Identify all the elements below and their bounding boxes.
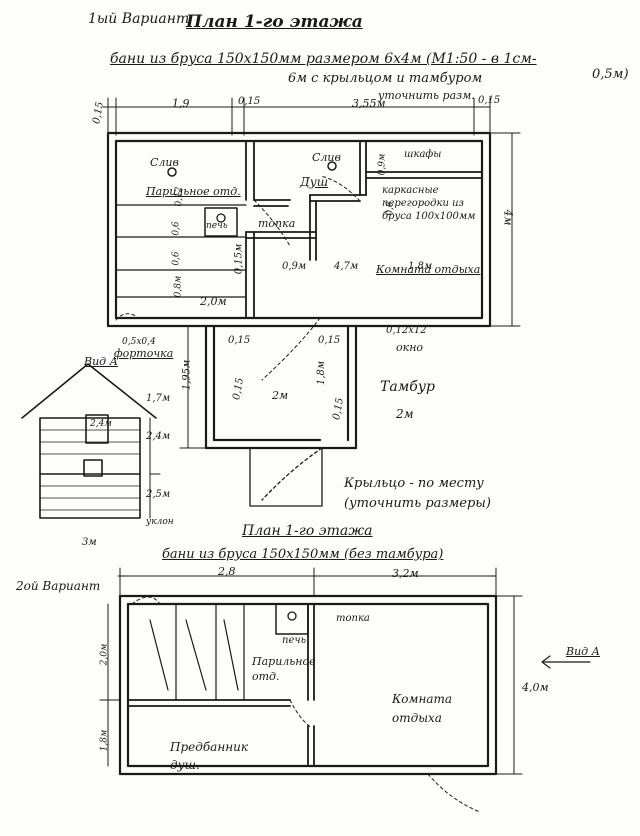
- view-a-hatching: [39, 429, 141, 511]
- header-line1: бани из бруса 150х150мм размером 6х4м (М…: [110, 51, 537, 67]
- tambur-left-dim: [179, 325, 207, 449]
- cabinets-label: шкафы: [404, 149, 442, 160]
- plan1-stove: [204, 207, 238, 237]
- plan2-view-arrow: [541, 655, 591, 669]
- dim-tambur-2m: 2м: [272, 389, 289, 402]
- shower-label: Душ: [300, 175, 329, 189]
- view-a-dim: [149, 417, 161, 519]
- porch: [249, 447, 323, 507]
- dim-015m: 0,15м: [233, 243, 245, 275]
- view-a-house: [21, 363, 157, 519]
- dim-right: 4м: [501, 209, 515, 226]
- plan2-firebox-label: топка: [336, 613, 370, 624]
- dim-left-195: 1,95м: [181, 359, 193, 391]
- plan2-subtitle: бани из бруса 150х150мм (без тамбура): [162, 547, 444, 562]
- dim-top-c: 3,55м: [352, 97, 386, 110]
- plan1-doors: [115, 175, 361, 381]
- dim-vert-09: 0,9м: [377, 153, 388, 176]
- steam-room-label: Парильное отд.: [146, 185, 241, 198]
- plan2-dim-left-b: 1,8м: [99, 729, 110, 752]
- dim-tambur-18: 1,8м: [316, 360, 328, 386]
- plan2-view-a-label: Вид А: [566, 645, 600, 658]
- plan1-outer-walls: [106, 131, 492, 328]
- plan2-right-dim: [495, 595, 523, 775]
- dim-vert-06: 0,6: [171, 221, 182, 236]
- plan2-doors: [131, 596, 481, 813]
- plan2-stove-label: печь: [282, 635, 307, 646]
- plan2-dim-top-b: 3,2м: [392, 567, 419, 580]
- drain-label-1: Слив: [150, 156, 179, 169]
- dim-tambur-015b: 0,15: [318, 335, 341, 346]
- plan1-benches: [115, 204, 247, 298]
- dim-top-b: 0,15: [238, 96, 261, 107]
- view-a-dim3: 1,7м: [146, 393, 171, 404]
- window-label: окно: [396, 341, 424, 354]
- plan2-stove: [275, 603, 309, 635]
- view-a-dim6: 3м: [82, 537, 97, 548]
- plan2-dim-left-a: 2,0м: [99, 643, 110, 666]
- header-line2: 6м с крыльцом и тамбуром: [288, 71, 483, 86]
- plan2-benches: [149, 603, 245, 701]
- view-a-dim2: 2,4м: [146, 431, 171, 442]
- stove-label: печь: [206, 221, 228, 231]
- dim-18m: 1,8м: [408, 261, 433, 272]
- firebox-label: топка: [258, 217, 296, 230]
- dim-top-a: 1,9: [172, 97, 190, 110]
- plan1-top-dim: [102, 97, 491, 136]
- dim-47m: 4,7м: [334, 261, 359, 272]
- dim-top-d: 0,15: [478, 95, 501, 106]
- plan2-dim-right: 4,0м: [522, 681, 549, 694]
- view-a-dim1: 2,4м: [90, 419, 112, 429]
- view-a-dim5: уклон: [146, 517, 174, 527]
- view-a-dim4: 2,5м: [146, 489, 171, 500]
- drain-label-2: Слив: [312, 151, 341, 164]
- tambur-size: 2м: [396, 407, 414, 421]
- dim-window: 0,5х0,4: [122, 337, 156, 347]
- plan2-predbannik-label: Предбанник душ.: [170, 740, 249, 772]
- plan2-rest-label: Комната отдыха: [392, 692, 453, 726]
- dim-vert-08: 0,8м: [173, 275, 184, 298]
- plan2-top-dim: [117, 567, 497, 597]
- dim-20m: 2,0м: [200, 295, 227, 308]
- dim-09m: 0,9м: [282, 261, 307, 272]
- plan2-left-dim: [99, 603, 121, 767]
- plan2-steam-label: Парильное отд.: [252, 655, 316, 684]
- plan2-dim-top-a: 2,8: [218, 565, 236, 578]
- header-note: уточнить разм.: [378, 89, 475, 102]
- dim-tambur-015a: 0,15: [228, 335, 251, 346]
- plan1-right-dim: [489, 132, 521, 327]
- view-a-label: Вид А: [84, 355, 118, 368]
- partition-note: каркасные перегородки из бруса 100х100мм: [382, 185, 476, 222]
- plan2-title: План 1-го этажа: [242, 523, 373, 539]
- variant1-label: 1ый Вариант: [88, 11, 190, 27]
- tambur-label: Тамбур: [380, 379, 435, 395]
- rest-room-label: Комната отдыха: [376, 263, 481, 276]
- porch-note: Крыльцо - по месту (уточнить размеры): [344, 476, 491, 511]
- vent-window-label: форточка: [114, 347, 174, 360]
- variant2-label: 2ой Вариант: [16, 579, 101, 593]
- header-line1b: 0,5м): [592, 67, 629, 82]
- dim-vert-06b: 0,6: [171, 251, 182, 266]
- dim-window2: 0,12х12: [386, 325, 427, 336]
- plan1-title: План 1-го этажа: [186, 12, 363, 32]
- plan1-partitions: [245, 140, 483, 319]
- plan1-drain2: [327, 161, 337, 171]
- plan1-drain1: [167, 167, 177, 177]
